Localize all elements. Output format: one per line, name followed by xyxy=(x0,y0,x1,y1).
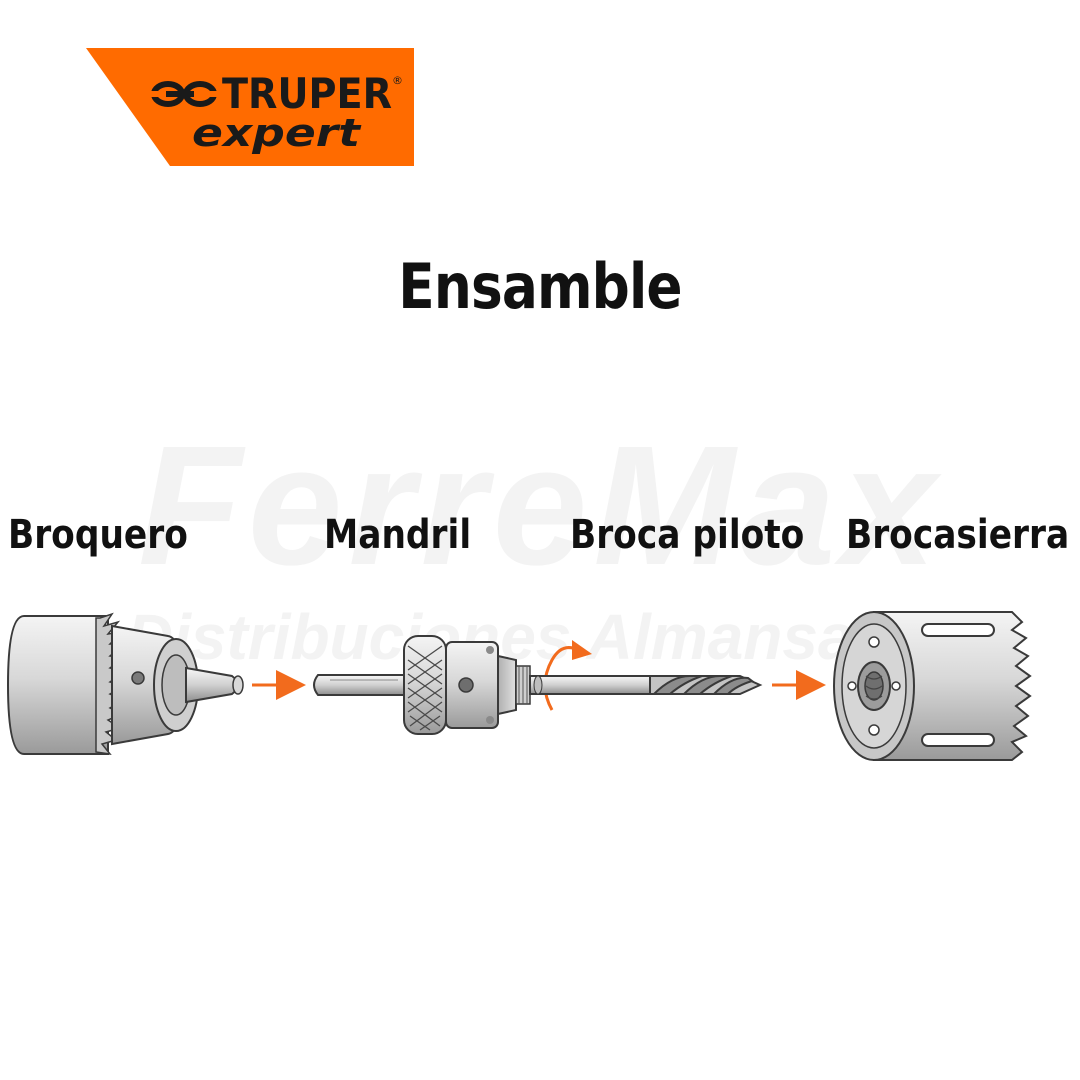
truper-expert-logo: TRUPER ® expert xyxy=(86,48,414,166)
drill-flutes xyxy=(651,675,755,695)
assembly-diagram xyxy=(6,611,1032,761)
label-mandril: Mandril xyxy=(324,512,472,558)
knurled-collar-pattern xyxy=(407,645,443,731)
page-title: Ensamble xyxy=(398,250,682,323)
mandril-arbor-illustration xyxy=(313,635,531,735)
threaded-end xyxy=(515,665,531,705)
label-broquero: Broquero xyxy=(8,512,188,558)
label-broca-piloto: Broca piloto xyxy=(570,512,805,558)
brocasierra-hole-saw-illustration xyxy=(833,611,1032,761)
label-brocasierra: Brocasierra xyxy=(846,512,1070,558)
watermark-line-1: FerreMax xyxy=(138,411,942,601)
truper-wrench-icon xyxy=(150,81,218,107)
watermark-line-2: Distribuciones Almansa SL xyxy=(126,601,954,673)
broquero-drill-chuck-illustration xyxy=(6,612,244,756)
registered-mark: ® xyxy=(392,74,403,87)
brand-name: TRUPER xyxy=(222,69,392,118)
brand-line: expert xyxy=(192,111,362,155)
rotation-arrow xyxy=(543,646,579,711)
broca-piloto-pilot-drill-illustration xyxy=(529,675,763,695)
